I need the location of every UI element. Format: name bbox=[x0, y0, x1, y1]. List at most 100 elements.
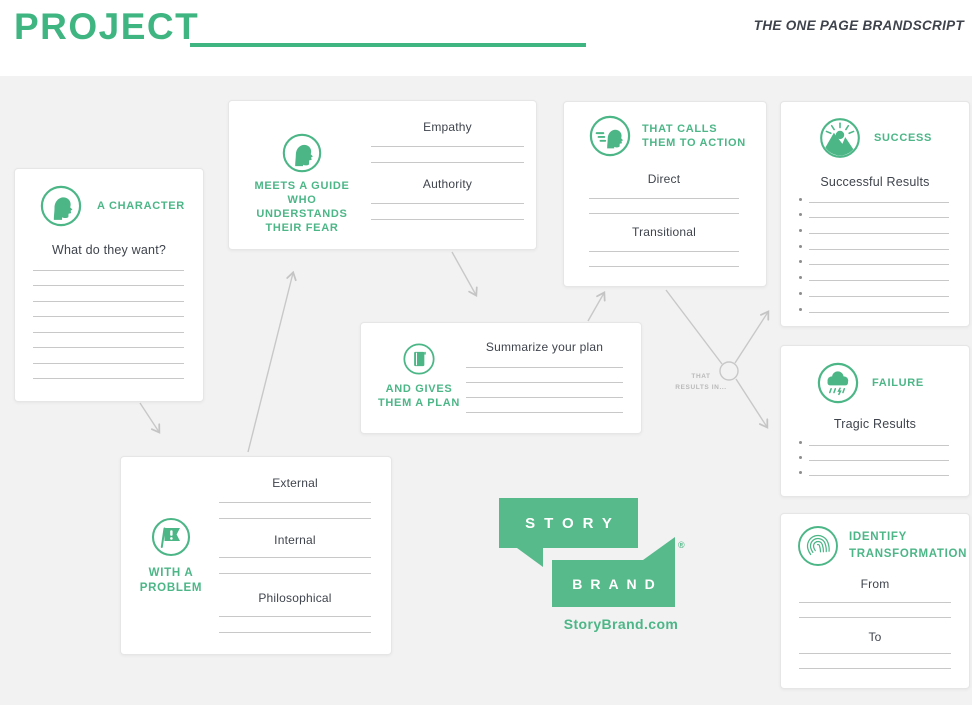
character-write-lines bbox=[33, 255, 184, 379]
to-write-lines bbox=[799, 639, 951, 669]
from-write-lines bbox=[799, 588, 951, 618]
blank-write-line bbox=[589, 251, 739, 252]
blank-write-line bbox=[33, 269, 184, 271]
blank-write-line bbox=[219, 573, 371, 574]
blank-write-line bbox=[799, 653, 951, 654]
problem-title: WITH A PROBLEM bbox=[139, 567, 203, 594]
blank-write-line bbox=[219, 518, 371, 519]
empathy-write-lines bbox=[371, 131, 524, 163]
internal-label: Internal bbox=[274, 533, 316, 547]
character-prompt: What do they want? bbox=[51, 243, 167, 257]
success-prompt: Successful Results bbox=[820, 175, 930, 189]
problem-card: WITH A PROBLEM External Internal Philoso… bbox=[120, 456, 392, 655]
blank-write-line bbox=[33, 300, 184, 302]
bullet-dot bbox=[799, 229, 802, 233]
mountain-sunrise-icon bbox=[819, 117, 861, 159]
transformation-title: IDENTIFY TRANSFORMATION bbox=[849, 531, 968, 560]
blank-write-line bbox=[799, 617, 951, 618]
blank-write-line bbox=[371, 219, 524, 220]
bullet-dot bbox=[799, 307, 802, 311]
bullet-dot bbox=[799, 456, 802, 459]
external-write-lines bbox=[219, 487, 371, 519]
blank-write-line bbox=[809, 217, 949, 219]
plan-card: AND GIVES THEM A PLAN Summarize your pla… bbox=[360, 322, 642, 434]
blank-write-line bbox=[589, 198, 739, 199]
blank-write-line bbox=[371, 146, 524, 147]
empathy-label: Empathy bbox=[423, 120, 472, 134]
person-running-icon bbox=[589, 115, 631, 157]
blank-write-line bbox=[219, 616, 371, 617]
blank-write-line bbox=[809, 295, 949, 297]
fingerprint-icon bbox=[797, 525, 839, 567]
blank-write-line bbox=[799, 668, 951, 669]
blank-write-line bbox=[589, 213, 739, 214]
logo-brand-bubble: BRAND bbox=[552, 560, 675, 607]
bullet-dot bbox=[799, 441, 802, 444]
results-label: THAT RESULTS IN... bbox=[675, 373, 727, 391]
character-title: A CHARACTER bbox=[97, 200, 185, 212]
failure-prompt: Tragic Results bbox=[833, 417, 917, 431]
transformation-card: IDENTIFY TRANSFORMATION From To bbox=[780, 513, 970, 689]
philosophical-write-lines bbox=[219, 601, 371, 633]
blank-write-line bbox=[799, 602, 951, 603]
blank-write-line bbox=[809, 233, 949, 235]
direct-write-lines bbox=[589, 184, 739, 214]
action-card: THAT CALLS THEM TO ACTION Direct Transit… bbox=[563, 101, 767, 287]
blank-write-line bbox=[809, 311, 949, 313]
blank-write-line bbox=[33, 362, 184, 364]
blank-write-line bbox=[219, 632, 371, 633]
direct-label: Direct bbox=[647, 172, 681, 186]
warning-flag-icon bbox=[151, 517, 191, 557]
external-label: External bbox=[272, 476, 318, 490]
guide-profile-icon bbox=[282, 133, 322, 173]
blank-write-line bbox=[809, 475, 949, 476]
blank-write-line bbox=[809, 248, 949, 250]
authority-label: Authority bbox=[422, 177, 473, 191]
blank-write-line bbox=[809, 280, 949, 282]
failure-card: FAILURE Tragic Results bbox=[780, 345, 970, 497]
success-card: SUCCESS Successful Results bbox=[780, 101, 970, 327]
guide-title: MEETS A GUIDE WHO UNDERSTANDS THEIR FEAR bbox=[254, 180, 350, 234]
worksheet-subtitle: THE ONE PAGE BRANDSCRIPT bbox=[753, 18, 964, 33]
person-profile-icon bbox=[40, 185, 82, 227]
blank-write-line bbox=[466, 367, 623, 368]
blank-write-line bbox=[371, 162, 524, 163]
blank-write-line bbox=[219, 557, 371, 558]
transitional-label: Transitional bbox=[632, 225, 696, 239]
blank-write-line bbox=[371, 203, 524, 204]
blank-write-line bbox=[466, 397, 623, 398]
success-title: SUCCESS bbox=[874, 132, 933, 144]
blank-write-line bbox=[33, 347, 184, 348]
bullet-dot bbox=[799, 260, 802, 264]
bullet-dot bbox=[799, 471, 802, 474]
bullet-dot bbox=[799, 197, 802, 201]
failure-write-lines bbox=[799, 431, 949, 476]
authority-write-lines bbox=[371, 188, 524, 220]
page-title: PROJECT bbox=[14, 6, 200, 47]
plan-prompt: Summarize your plan bbox=[485, 340, 604, 354]
bullet-dot bbox=[799, 244, 802, 248]
blank-write-line bbox=[466, 412, 623, 413]
character-card: A CHARACTER What do they want? bbox=[14, 168, 204, 402]
failure-title: FAILURE bbox=[872, 377, 924, 389]
blank-write-line bbox=[219, 502, 371, 503]
internal-write-lines bbox=[219, 542, 371, 574]
blank-write-line bbox=[33, 378, 184, 379]
bullet-dot bbox=[799, 276, 802, 280]
blank-write-line bbox=[809, 460, 949, 461]
plan-write-lines bbox=[466, 353, 623, 413]
transitional-write-lines bbox=[589, 237, 739, 267]
philosophical-label: Philosophical bbox=[258, 591, 332, 605]
success-write-lines bbox=[799, 187, 949, 313]
blank-write-line bbox=[809, 201, 949, 203]
plan-title: AND GIVES THEM A PLAN bbox=[377, 383, 461, 409]
blank-write-line bbox=[33, 316, 184, 317]
action-title: THAT CALLS THEM TO ACTION bbox=[642, 123, 746, 149]
to-label: To bbox=[868, 630, 882, 644]
logo-story-bubble: STORY bbox=[499, 498, 638, 548]
blank-write-line bbox=[33, 331, 184, 333]
registered-trademark-symbol: ® bbox=[678, 540, 685, 550]
blank-write-line bbox=[589, 266, 739, 267]
book-icon bbox=[403, 343, 435, 375]
